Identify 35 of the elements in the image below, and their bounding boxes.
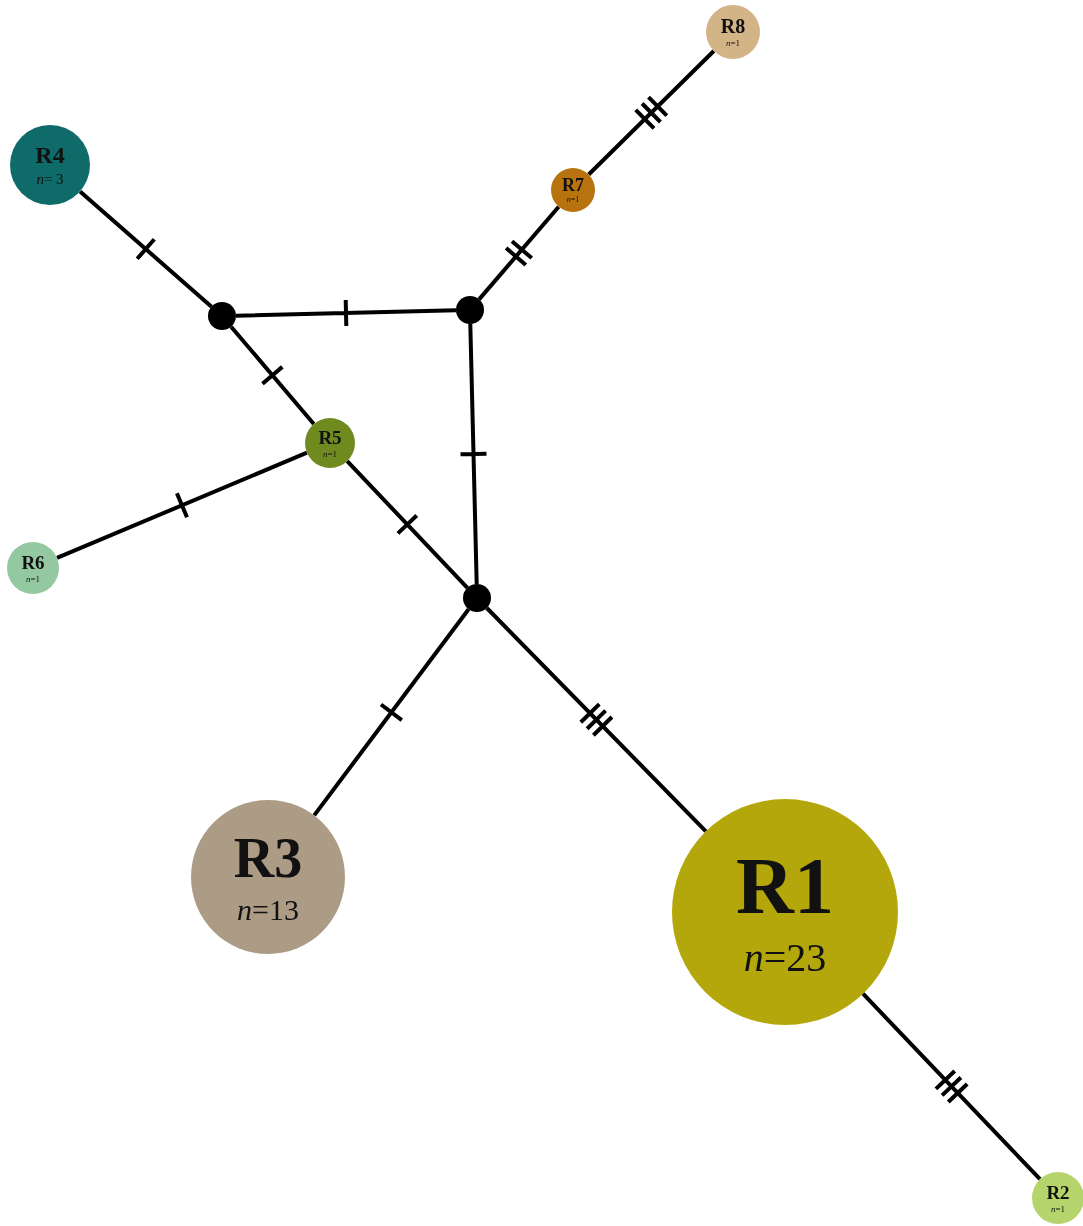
network-link [229,324,316,426]
network-link [484,606,708,834]
network-link [312,607,471,818]
network-link [458,322,489,586]
haplotype-name: R1 [736,846,834,926]
sample-count: n=1 [322,449,338,459]
haplotype-name: R8 [720,16,746,36]
network-link [78,189,214,309]
haplotype-circle [706,5,760,59]
haplotype-name: R4 [35,143,65,167]
sample-count: n=13 [237,894,299,925]
network-link [55,450,309,560]
median-vector-dot [463,584,491,612]
haplotype-name: R6 [21,552,45,572]
haplotype-circle [551,168,595,212]
sample-count: n=1 [1050,1204,1066,1214]
sample-count: n=23 [743,938,827,978]
sample-count: n= 3 [36,172,64,187]
haplotype-name: R2 [1046,1182,1070,1202]
haplotype-circle [1032,1172,1083,1224]
network-link [234,298,458,328]
sample-count: n=1 [725,39,741,48]
network-link [345,459,470,590]
haplotype-circle [305,418,355,468]
sample-count: n=1 [25,574,41,584]
median-vector-dot [208,302,236,330]
network-link [477,204,561,302]
sample-count: n=1 [566,196,580,204]
haplotype-name: R3 [233,829,303,886]
network-link [586,49,716,177]
haplotype-name: R5 [318,427,342,447]
haplotype-name: R7 [562,176,584,194]
network-link [861,991,1042,1182]
haplotype-circle [7,542,59,594]
median-vector-dot [456,296,484,324]
